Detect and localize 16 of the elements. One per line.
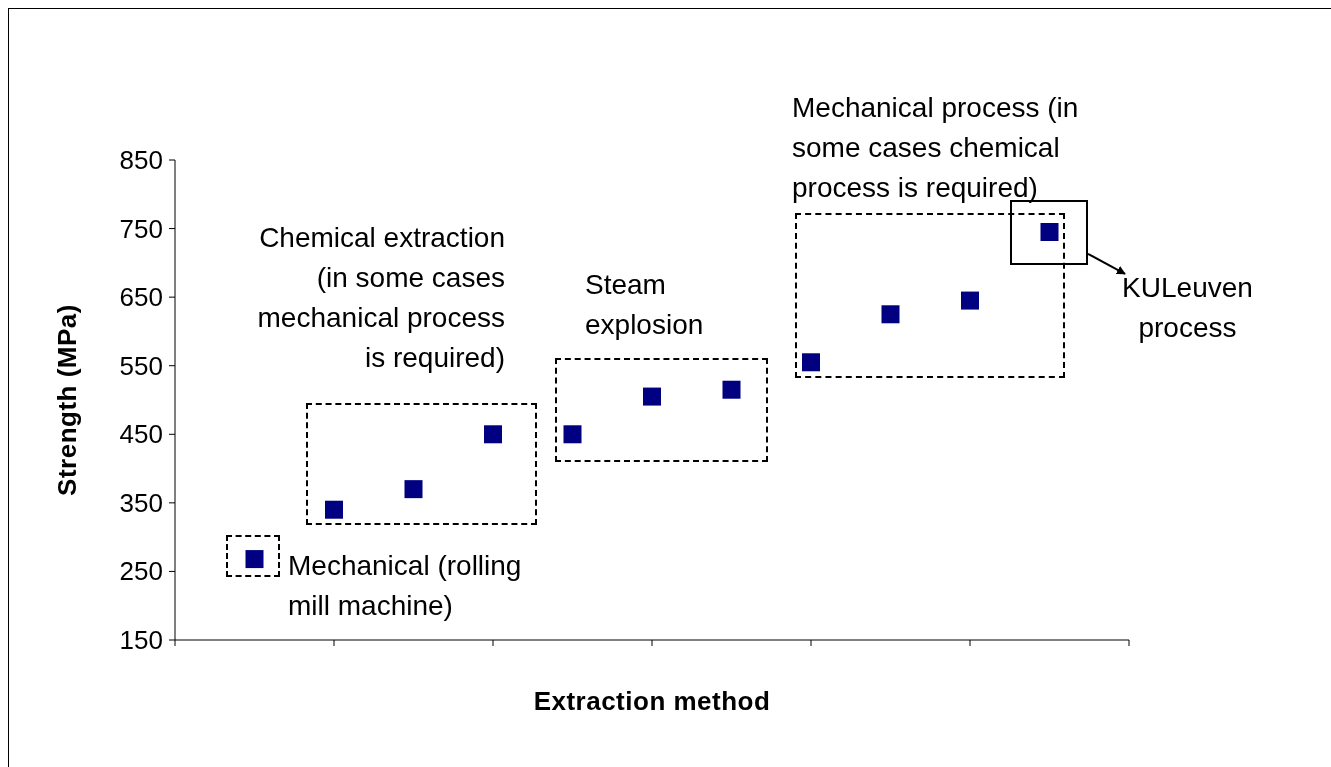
tick-label: 850 <box>118 145 163 175</box>
group-label: Mechanical (rolling mill machine) <box>288 549 523 623</box>
arrow <box>1087 252 1126 275</box>
tick-label: 250 <box>118 556 163 587</box>
tick-label: 450 <box>118 419 163 450</box>
tick-label: 150 <box>118 625 163 655</box>
tick-label: 750 <box>118 213 163 244</box>
group-label: KULeuven process <box>1121 271 1254 345</box>
axis-title: Extraction method <box>533 686 771 717</box>
group-label: Mechanical process (in some cases chemical process is required) <box>792 91 1080 205</box>
tick-label: 350 <box>118 487 163 518</box>
tick-label: 650 <box>118 282 163 313</box>
tick-label: 550 <box>118 350 163 381</box>
group-label: Chemical extraction (in some cases mechanical process is required) <box>256 221 505 375</box>
axis-title: Strength (MPa) <box>51 304 83 496</box>
group-label: Steam explosion <box>585 268 705 342</box>
